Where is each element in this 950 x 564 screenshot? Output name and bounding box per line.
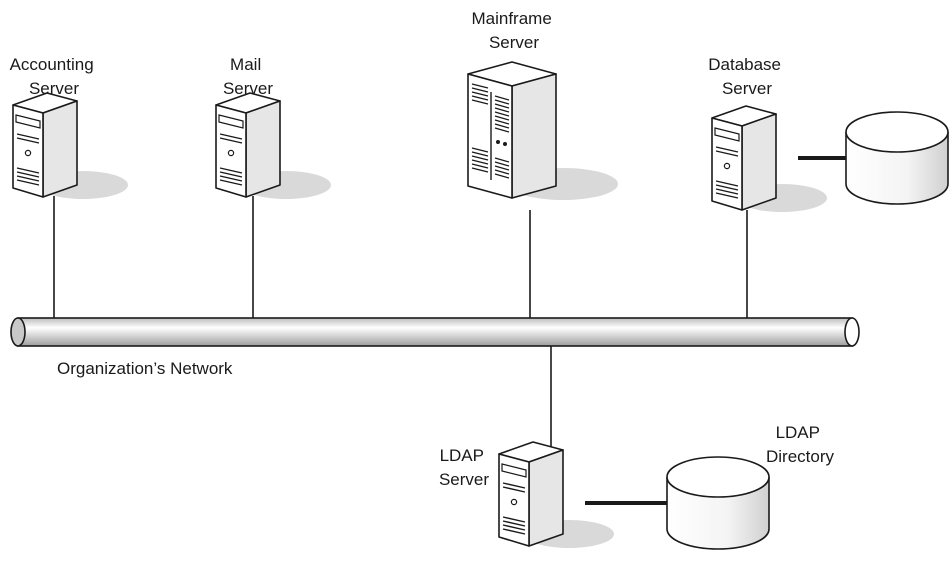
label-line: Mail [230,55,261,74]
label-line: LDAP [776,423,820,442]
label-line: Server [223,79,273,98]
tower-server-icon [12,92,129,200]
label-line: Server [722,79,772,98]
database-server-label: Database Server [708,55,786,98]
network-pipe [10,317,860,347]
ldap-server-label: LDAP Server [439,446,489,489]
network-label: Organization’s Network [57,359,233,378]
ldap-directory-label: LDAP Directory [766,423,835,466]
tower-server-icon [215,92,332,200]
label-line: Database [708,55,781,74]
connection-lines [53,196,748,448]
mainframe-server-icon [467,61,619,201]
mail-server-label: Mail Server [223,55,273,98]
label-line: Accounting [10,55,94,74]
tower-server-icon [498,441,615,549]
label-line: LDAP [440,446,484,465]
label-line: Server [439,470,489,489]
disk-storage-icon [666,456,770,550]
label-line: Server [29,79,79,98]
label-line: Mainframe [471,9,551,28]
mainframe-server-label: Mainframe Server [471,9,556,52]
disk-storage-icon [845,111,949,205]
accounting-server-label: Accounting Server [10,55,99,98]
label-line: Directory [766,447,835,466]
label-line: Server [489,33,539,52]
